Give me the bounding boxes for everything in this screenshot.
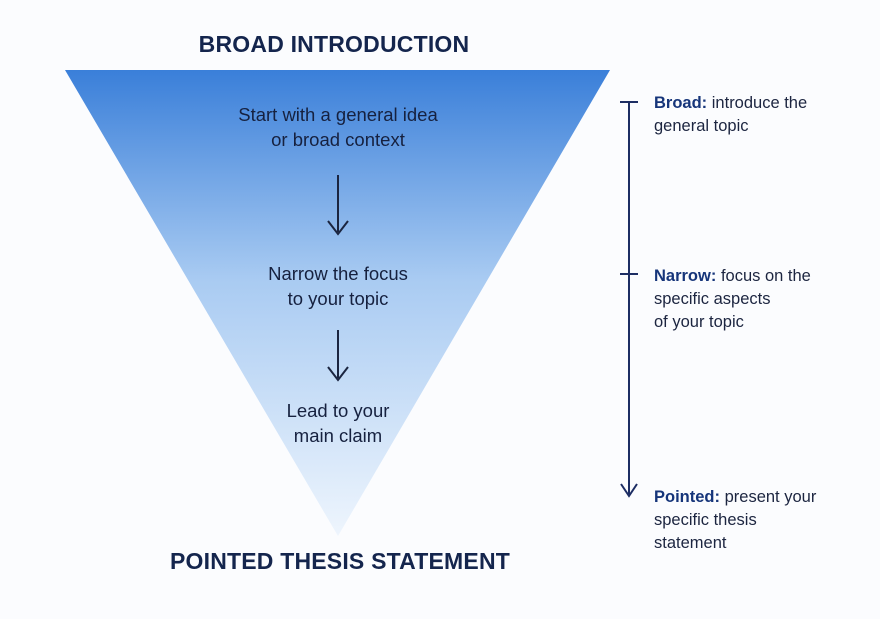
down-arrow-icon <box>327 330 349 382</box>
step-line: Lead to your <box>286 400 390 421</box>
bottom-heading: POINTED THESIS STATEMENT <box>169 548 511 574</box>
note-line: statement <box>654 534 727 552</box>
note-term: Pointed: <box>654 488 720 506</box>
funnel-step-claim: Lead to your main claim <box>188 398 488 448</box>
step-line: Narrow the focus <box>268 263 408 284</box>
funnel-triangle <box>65 70 610 536</box>
step-line: main claim <box>293 425 383 446</box>
note-line: specific thesis <box>654 511 757 529</box>
note-text: focus on the <box>720 267 811 285</box>
down-arrow-icon <box>327 175 349 236</box>
note-text: introduce the <box>711 94 808 112</box>
funnel-step-general: Start with a general idea or broad conte… <box>188 102 488 152</box>
step-line: to your topic <box>287 288 389 309</box>
side-note-broad: Broad: introduce the general topic <box>654 92 876 138</box>
note-term: Narrow: <box>654 267 717 285</box>
top-heading: BROAD INTRODUCTION <box>198 31 470 57</box>
step-line: or broad context <box>271 129 405 150</box>
step-line: Start with a general idea <box>238 104 438 125</box>
note-term: Broad: <box>654 94 708 112</box>
funnel-step-narrow: Narrow the focus to your topic <box>188 261 488 311</box>
note-line: general topic <box>654 117 749 135</box>
side-note-pointed: Pointed: present your specific thesis st… <box>654 486 876 555</box>
note-line: specific aspects <box>654 290 771 308</box>
note-line: of your topic <box>654 313 744 331</box>
vertical-scale <box>620 101 638 498</box>
note-line: Pointed: present your <box>654 486 876 509</box>
note-line: Narrow: focus on the <box>654 265 876 288</box>
note-text: present your <box>724 488 817 506</box>
scale-arrow-down-icon <box>620 483 638 498</box>
note-line: Broad: introduce the <box>654 92 876 115</box>
side-note-narrow: Narrow: focus on the specific aspects of… <box>654 265 876 334</box>
